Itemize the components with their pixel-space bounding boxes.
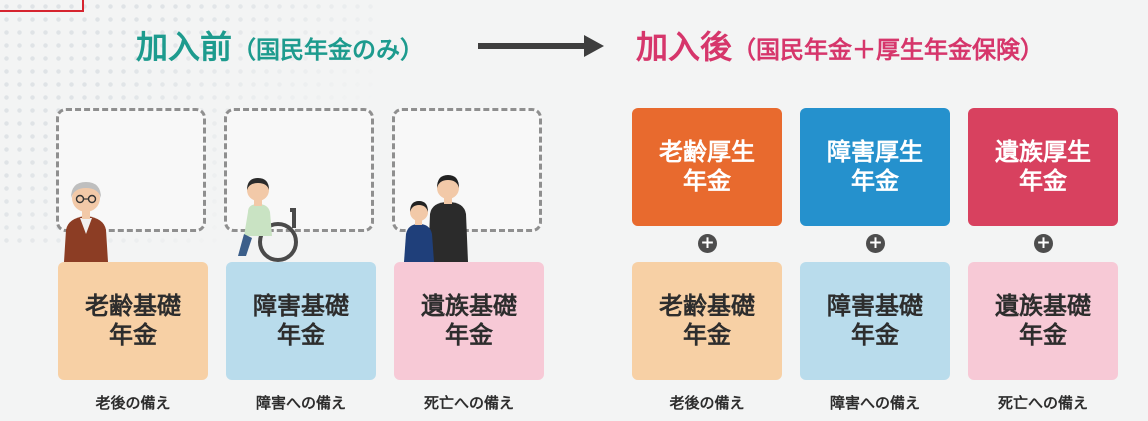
after-old-age-basic-card: 老齢基礎 年金 bbox=[632, 262, 782, 380]
card-label-line1: 老齢基礎 bbox=[659, 291, 755, 320]
before-caption-old-age: 老後の備え bbox=[95, 394, 171, 412]
after-old-age-employee-card: 老齢厚生 年金 bbox=[632, 108, 782, 226]
corner-frame bbox=[0, 0, 84, 12]
empty-slot-old-age bbox=[56, 108, 206, 232]
elderly-man-icon bbox=[64, 182, 108, 262]
after-heading-main: 加入後 bbox=[636, 28, 733, 66]
after-disability-basic-card: 障害基礎 年金 bbox=[800, 262, 950, 380]
after-disability-employee-card: 障害厚生 年金 bbox=[800, 108, 950, 226]
card-label-line2: 年金 bbox=[683, 167, 731, 195]
card-label-line1: 遺族基礎 bbox=[421, 291, 517, 320]
card-label-line2: 年金 bbox=[1019, 167, 1067, 195]
parent-child-icon bbox=[404, 175, 468, 262]
before-old-age-basic-card: 老齢基礎 年金 bbox=[58, 262, 208, 380]
before-caption-disability: 障害への備え bbox=[255, 394, 346, 412]
before-heading: 加入前 （国民年金のみ） bbox=[136, 22, 424, 66]
plus-icon: + bbox=[866, 234, 885, 253]
card-label-line2: 年金 bbox=[445, 321, 493, 349]
card-label-line1: 老齢基礎 bbox=[85, 291, 181, 320]
after-caption-disability: 障害への備え bbox=[829, 394, 920, 412]
before-heading-sub: （国民年金のみ） bbox=[232, 36, 425, 64]
card-label-line1: 遺族厚生 bbox=[995, 137, 1091, 166]
wheelchair-user-icon bbox=[238, 178, 298, 262]
card-label-line2: 年金 bbox=[683, 321, 731, 349]
card-label-line2: 年金 bbox=[1019, 321, 1067, 349]
before-caption-survivor: 死亡への備え bbox=[423, 394, 514, 412]
card-label-line1: 障害基礎 bbox=[253, 291, 349, 320]
plus-icon: + bbox=[1034, 234, 1053, 253]
card-label-line2: 年金 bbox=[109, 321, 157, 349]
card-label-line2: 年金 bbox=[851, 167, 899, 195]
card-label-line1: 遺族基礎 bbox=[995, 291, 1091, 320]
after-survivor-basic-card: 遺族基礎 年金 bbox=[968, 262, 1118, 380]
before-disability-basic-card: 障害基礎 年金 bbox=[226, 262, 376, 380]
card-label-line2: 年金 bbox=[851, 321, 899, 349]
right-arrow-icon bbox=[478, 35, 606, 57]
card-label-line1: 障害厚生 bbox=[827, 137, 923, 166]
card-label-line1: 老齢厚生 bbox=[659, 137, 755, 166]
after-caption-old-age: 老後の備え bbox=[669, 394, 745, 412]
before-survivor-basic-card: 遺族基礎 年金 bbox=[394, 262, 544, 380]
card-label-line1: 障害基礎 bbox=[827, 291, 923, 320]
after-caption-survivor: 死亡への備え bbox=[997, 394, 1088, 412]
card-label-line2: 年金 bbox=[277, 321, 325, 349]
after-heading: 加入後 （国民年金＋厚生年金保険） bbox=[636, 22, 1044, 66]
plus-icon: + bbox=[698, 234, 717, 253]
after-survivor-employee-card: 遺族厚生 年金 bbox=[968, 108, 1118, 226]
after-heading-sub: （国民年金＋厚生年金保険） bbox=[732, 36, 1045, 64]
before-heading-main: 加入前 bbox=[136, 28, 233, 66]
